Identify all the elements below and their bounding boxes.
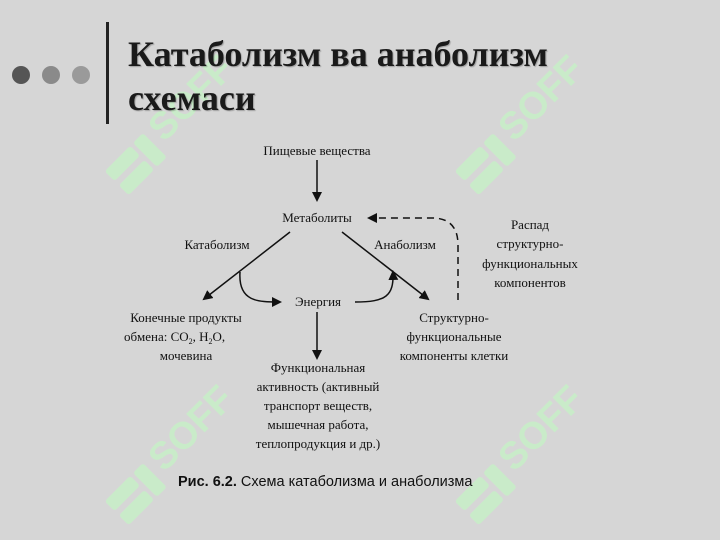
- label-metabolites: Метаболиты: [282, 210, 352, 225]
- svg-text:Конечные продукты: Конечные продукты: [130, 310, 242, 325]
- svg-text:активность (активный: активность (активный: [257, 379, 380, 394]
- svg-text:компоненты клетки: компоненты клетки: [400, 348, 509, 363]
- svg-text:Структурно-: Структурно-: [419, 310, 489, 325]
- arrow-breakdown-dashed: [367, 213, 459, 300]
- svg-text:Распад: Распад: [511, 217, 549, 232]
- slide-title: Катаболизм ва анаболизм схемаси: [128, 32, 698, 120]
- title-divider: [106, 22, 109, 124]
- title-line-2: схемаси: [128, 78, 256, 118]
- svg-text:структурно-: структурно-: [497, 236, 564, 251]
- label-functional-activity: Функциональная активность (активный тран…: [256, 360, 380, 451]
- bullet-dot-2: [42, 66, 60, 84]
- svg-text:обмена: CO2, H2O,: обмена: CO2, H2O,: [124, 329, 225, 346]
- caption-text: Схема катаболизма и анаболизма: [236, 474, 473, 490]
- svg-text:транспорт веществ,: транспорт веществ,: [264, 398, 372, 413]
- arrow-catabolism: [202, 231, 291, 301]
- svg-text:теплопродукция и др.): теплопродукция и др.): [256, 436, 380, 451]
- arrow-catabolism-to-energy: [239, 271, 282, 307]
- bullet-dot-1: [12, 66, 30, 84]
- label-catabolism: Катаболизм: [184, 237, 249, 252]
- svg-text:Функциональная: Функциональная: [271, 360, 365, 375]
- svg-text:мышечная работа,: мышечная работа,: [268, 417, 369, 432]
- label-breakdown: Распад структурно- функциональных компон…: [482, 217, 578, 290]
- svg-text:функциональные: функциональные: [406, 329, 501, 344]
- arrow-anabolism: [341, 231, 430, 301]
- label-structural-components: Структурно- функциональные компоненты кл…: [400, 310, 509, 363]
- svg-text:функциональных: функциональных: [482, 256, 578, 271]
- svg-text:мочевина: мочевина: [160, 348, 213, 363]
- label-energy: Энергия: [295, 294, 341, 309]
- svg-text:компонентов: компонентов: [494, 275, 565, 290]
- caption-label: Рис. 6.2.: [178, 474, 237, 490]
- label-anabolism: Анаболизм: [374, 237, 436, 252]
- figure-caption: Рис. 6.2. Схема катаболизма и анаболизма: [178, 474, 472, 490]
- arrow-energy-to-anabolism: [354, 270, 399, 303]
- title-line-1: Катаболизм ва анаболизм: [128, 34, 548, 74]
- label-food: Пищевые вещества: [263, 143, 370, 158]
- label-end-products: Конечные продукты обмена: CO2, H2O, моче…: [124, 310, 242, 363]
- bullet-dot-3: [72, 66, 90, 84]
